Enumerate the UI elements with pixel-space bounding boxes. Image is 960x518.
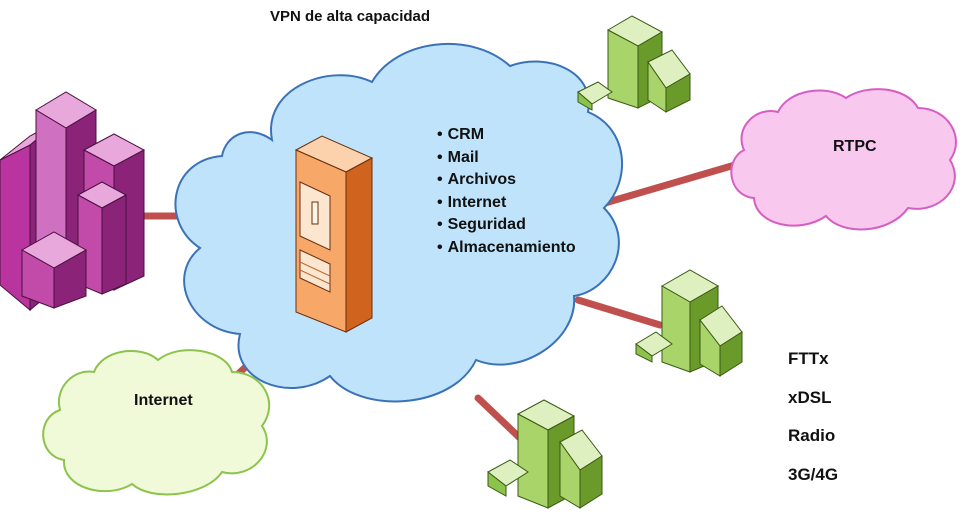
list-item: xDSL	[788, 387, 832, 407]
list-item: Seguridad	[437, 214, 576, 237]
list-item: Mail	[437, 147, 576, 170]
internet-cloud	[42, 349, 271, 496]
list-item: Internet	[437, 192, 576, 215]
pstn-cloud	[730, 88, 957, 231]
pstn-cloud-label: RTPC	[833, 138, 877, 155]
orange-server-rack-icon	[294, 135, 374, 333]
purple-office-buildings-icon	[0, 91, 146, 312]
green-office-building-icon	[635, 269, 743, 377]
link-pstn	[601, 158, 749, 207]
list-item: Radio	[788, 426, 836, 445]
list-item: Almacenamiento	[437, 237, 576, 260]
diagram-title: VPN de alta capacidad	[270, 8, 431, 25]
link-branch-bottom	[474, 394, 526, 444]
green-office-building-icon	[487, 399, 603, 509]
green-office-building-icon	[577, 15, 691, 113]
internet-cloud-label: Internet	[134, 392, 193, 409]
list-item: Archivos	[437, 169, 576, 192]
list-item: 3G/4G	[788, 464, 839, 484]
access-technologies-list: FTTx xDSL Radio 3G/4G	[788, 340, 838, 494]
services-list: CRM Mail Archivos Internet Seguridad Alm…	[437, 124, 576, 259]
link-branch-right	[574, 296, 664, 329]
list-item: CRM	[437, 124, 576, 147]
list-item: FTTx	[788, 349, 829, 368]
